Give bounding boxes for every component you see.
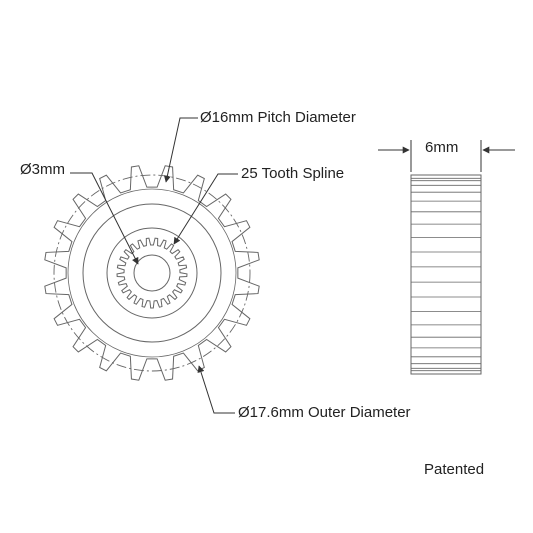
gear-side-view — [410, 174, 482, 375]
bore-leader — [70, 172, 139, 265]
outer-teeth-profile — [44, 165, 260, 381]
bore-circle — [133, 254, 171, 292]
width-dimension — [378, 140, 515, 172]
gear-side-outline — [410, 174, 482, 375]
pitch-circle — [53, 174, 251, 372]
width-label: 6mm — [425, 139, 459, 156]
outer-diameter-label: Ø17.6mm Outer Diameter — [238, 404, 411, 421]
spline-teeth-profile — [116, 237, 188, 309]
pitch-diameter-leader — [163, 117, 198, 183]
spline-label: 25 Tooth Spline — [241, 165, 345, 182]
spline-leader — [173, 173, 238, 245]
hub-inner-circle — [106, 227, 198, 319]
bore-diameter-label: Ø3mm — [20, 161, 65, 178]
hub-outer-circle — [82, 203, 222, 343]
gear-side-tooth-lines — [411, 177, 481, 372]
gear-front-view — [44, 165, 260, 381]
root-circle — [67, 188, 237, 358]
outer-diameter-leader — [197, 365, 235, 414]
pitch-diameter-label: Ø16mm Pitch Diameter — [200, 109, 356, 126]
leader-lines — [70, 117, 238, 414]
patented-note: Patented — [424, 461, 485, 478]
